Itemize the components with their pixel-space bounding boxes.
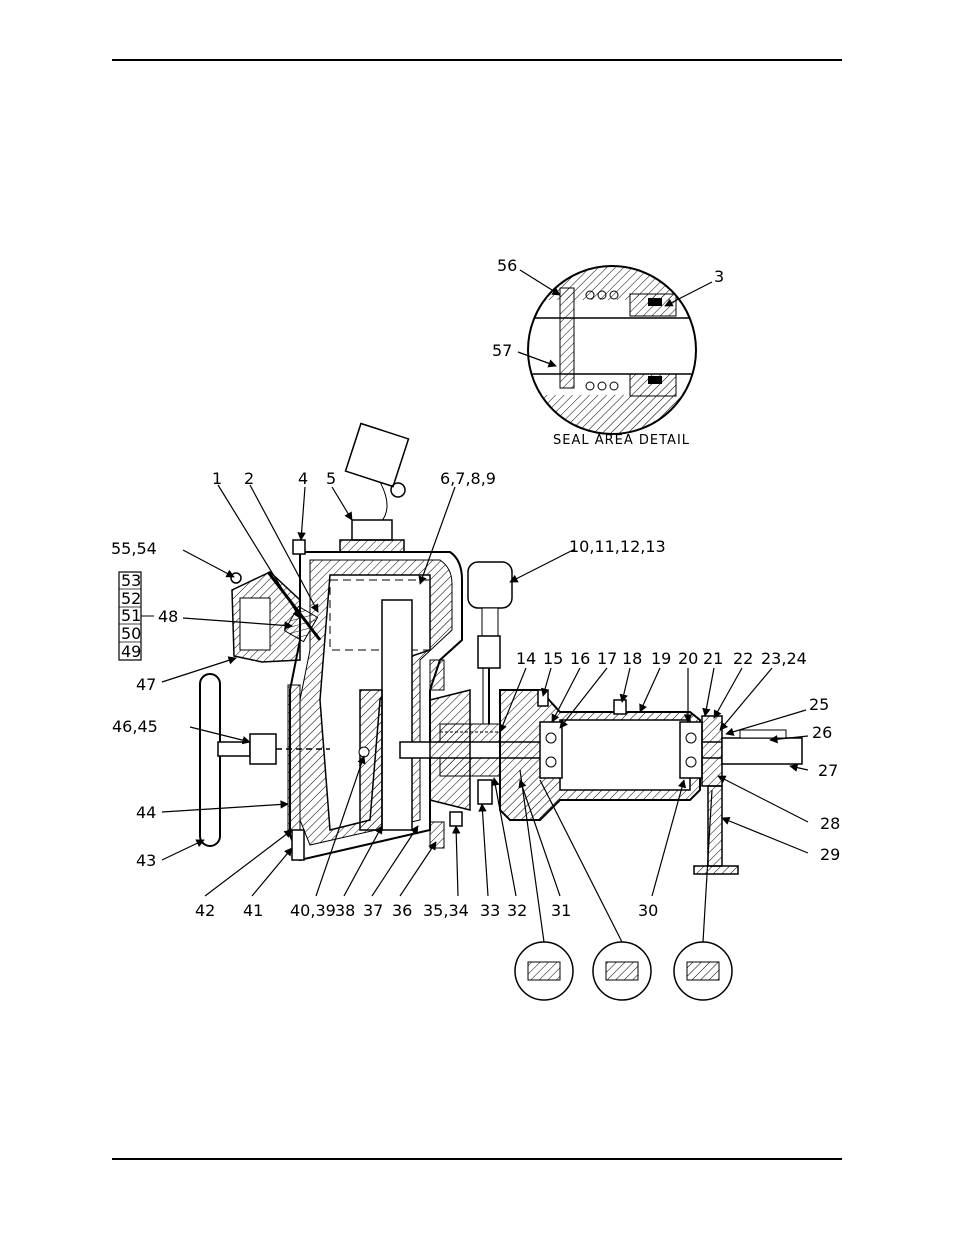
label-18: 18 — [622, 649, 642, 668]
label-1: 1 — [212, 469, 222, 488]
label-35-34: 35,34 — [423, 901, 469, 920]
label-36: 36 — [392, 901, 412, 920]
label-40-39: 40,39 — [290, 901, 336, 920]
label-49: 49 — [121, 642, 141, 661]
label-16: 16 — [570, 649, 590, 668]
label-25: 25 — [809, 695, 829, 714]
label-23-24: 23,24 — [761, 649, 807, 668]
label-51: 51 — [121, 606, 141, 625]
label-17: 17 — [597, 649, 617, 668]
label-48: 48 — [158, 607, 178, 626]
label-29: 29 — [820, 845, 840, 864]
label-46-45: 46,45 — [112, 717, 158, 736]
label-10-11-12-13: 10,11,12,13 — [569, 537, 666, 556]
label-43: 43 — [136, 851, 156, 870]
label-27: 27 — [818, 761, 838, 780]
label-32: 32 — [507, 901, 527, 920]
label-21: 21 — [703, 649, 723, 668]
label-33: 33 — [480, 901, 500, 920]
label-15: 15 — [543, 649, 563, 668]
label-22: 22 — [733, 649, 753, 668]
label-42: 42 — [195, 901, 215, 920]
label-50: 50 — [121, 624, 141, 643]
label-57: 57 — [492, 341, 512, 360]
label-55-54: 55,54 — [111, 539, 157, 558]
label-38: 38 — [335, 901, 355, 920]
label-56: 56 — [497, 256, 517, 275]
label-20: 20 — [678, 649, 698, 668]
label-31: 31 — [551, 901, 571, 920]
label-5: 5 — [326, 469, 336, 488]
label-28: 28 — [820, 814, 840, 833]
label-44: 44 — [136, 803, 156, 822]
label-6-7-8-9: 6,7,8,9 — [440, 469, 496, 488]
label-26: 26 — [812, 723, 832, 742]
label-47: 47 — [136, 675, 156, 694]
label-41: 41 — [243, 901, 263, 920]
label-4: 4 — [298, 469, 308, 488]
label-37: 37 — [363, 901, 383, 920]
label-2: 2 — [244, 469, 254, 488]
label-30: 30 — [638, 901, 658, 920]
label-3: 3 — [714, 267, 724, 286]
label-53: 53 — [121, 571, 141, 590]
seal-detail-caption: SEAL AREA DETAIL — [553, 433, 690, 448]
label-14: 14 — [516, 649, 536, 668]
label-19: 19 — [651, 649, 671, 668]
